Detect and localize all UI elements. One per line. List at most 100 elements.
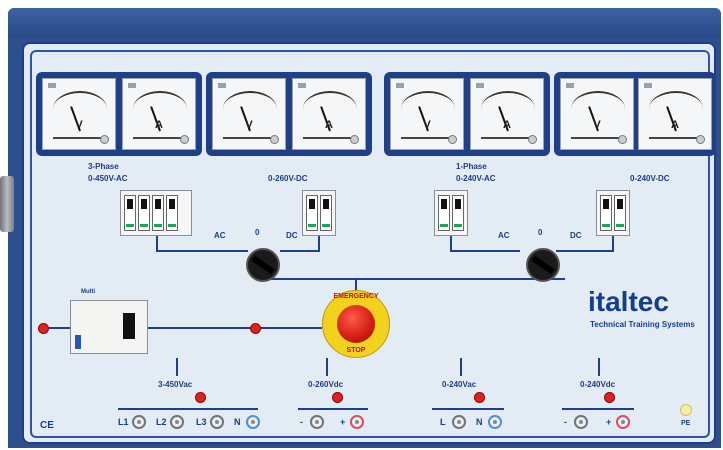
socket-n[interactable]: [246, 415, 260, 429]
selector-switch-right[interactable]: [526, 248, 560, 282]
wire: [326, 358, 328, 376]
socket-label: L: [440, 417, 446, 427]
ammeter-3phase: A: [122, 78, 196, 150]
meter-unit: V: [423, 119, 431, 131]
meter-base: [401, 137, 453, 139]
main-circuit-breaker[interactable]: Multi: [70, 289, 148, 354]
breaker-pole[interactable]: [138, 195, 150, 231]
meter-scale: [303, 91, 357, 127]
voltmeter-dc-left: V: [212, 78, 286, 150]
wire: [450, 236, 452, 250]
zero-adjust-screw[interactable]: [180, 135, 189, 144]
socket-label: L3: [196, 417, 207, 427]
socket-label: L2: [156, 417, 167, 427]
wire: [612, 236, 614, 250]
breaker-pole[interactable]: [614, 195, 626, 231]
selector-right-zero-label: 0: [538, 228, 543, 237]
meter-unit: A: [671, 119, 679, 131]
socket-label: +: [340, 417, 346, 427]
zero-adjust-screw[interactable]: [270, 135, 279, 144]
wire: [48, 327, 70, 329]
wire: [176, 358, 178, 376]
output-dc2-label: 0-240Vdc: [580, 380, 616, 389]
indicator-lamp: [250, 323, 261, 334]
meter-base: [133, 137, 185, 139]
meter-unit: A: [503, 119, 511, 131]
indicator-lamp-dc1: [332, 392, 343, 403]
socket-n[interactable]: [488, 415, 502, 429]
cabinet-top: [8, 8, 721, 38]
breaker-pole[interactable]: [152, 195, 164, 231]
ce-mark: CE: [40, 420, 54, 431]
meter-group-dc-right: V A: [554, 72, 716, 156]
socket-dc1-positive[interactable]: [350, 415, 364, 429]
selector-switch-left[interactable]: [246, 248, 280, 282]
socket-l[interactable]: [452, 415, 466, 429]
breaker-pole[interactable]: [320, 195, 332, 231]
socket-dc1-negative[interactable]: [310, 415, 324, 429]
meter-group-dc-left: V A: [206, 72, 372, 156]
meter-tag: [218, 83, 226, 88]
socket-dc2-negative[interactable]: [574, 415, 588, 429]
wire: [556, 250, 614, 252]
meter-unit: V: [245, 119, 253, 131]
zero-adjust-screw[interactable]: [100, 135, 109, 144]
socket-label: +: [606, 417, 612, 427]
wire: [148, 327, 322, 329]
wire: [118, 408, 258, 410]
socket-l2[interactable]: [170, 415, 184, 429]
ammeter-dc-left: A: [292, 78, 366, 150]
side-knob[interactable]: [0, 176, 14, 232]
selector-right-ac-label: AC: [498, 231, 510, 240]
label-1phase-range: 0-240V-AC: [456, 174, 496, 183]
estop-text-top: EMERGENCY: [333, 293, 379, 300]
voltmeter-3phase: V: [42, 78, 116, 150]
mcb-test-button[interactable]: [75, 335, 81, 349]
meter-group-3phase: V A: [36, 72, 202, 156]
zero-adjust-screw[interactable]: [528, 135, 537, 144]
output-3phase-label: 3-450Vac: [158, 380, 193, 389]
mcb-toggle[interactable]: [123, 313, 135, 339]
meter-unit: V: [593, 119, 601, 131]
breaker-pole[interactable]: [306, 195, 318, 231]
wire: [255, 278, 565, 280]
selector-right-dc-label: DC: [570, 231, 582, 240]
output-dc1-label: 0-260Vdc: [308, 380, 344, 389]
breaker-1phase[interactable]: [434, 190, 468, 236]
socket-label: N: [476, 417, 483, 427]
indicator-lamp-3phase: [195, 392, 206, 403]
estop-text-bottom: STOP: [346, 347, 366, 354]
brand-logo: italtec: [588, 286, 669, 317]
label-3phase-range: 0-450V-AC: [88, 174, 128, 183]
voltmeter-1phase: V: [390, 78, 464, 150]
label-dc-right: 0-240V-DC: [630, 174, 670, 183]
socket-l1[interactable]: [132, 415, 146, 429]
socket-l3[interactable]: [210, 415, 224, 429]
zero-adjust-screw[interactable]: [350, 135, 359, 144]
zero-adjust-screw[interactable]: [448, 135, 457, 144]
meter-scale: [649, 91, 703, 127]
meter-tag: [396, 83, 404, 88]
zero-adjust-screw[interactable]: [618, 135, 627, 144]
selector-left-ac-label: AC: [214, 231, 226, 240]
wire: [598, 358, 600, 376]
breaker-pole[interactable]: [452, 195, 464, 231]
breaker-dc-right[interactable]: [596, 190, 630, 236]
socket-label: -: [564, 417, 567, 427]
label-3phase-title: 3-Phase: [88, 162, 119, 171]
breaker-3phase[interactable]: [120, 190, 192, 236]
panel-border: [30, 50, 710, 438]
emergency-stop-button[interactable]: [337, 305, 375, 343]
socket-dc2-positive[interactable]: [616, 415, 630, 429]
meter-base: [223, 137, 275, 139]
wire: [156, 236, 158, 250]
breaker-pole[interactable]: [438, 195, 450, 231]
breaker-pole[interactable]: [124, 195, 136, 231]
emergency-stop[interactable]: EMERGENCY STOP: [322, 290, 390, 358]
breaker-pole[interactable]: [166, 195, 178, 231]
breaker-pole[interactable]: [600, 195, 612, 231]
socket-label: N: [234, 417, 241, 427]
meter-tag: [48, 83, 56, 88]
zero-adjust-screw[interactable]: [696, 135, 705, 144]
breaker-dc-left[interactable]: [302, 190, 336, 236]
